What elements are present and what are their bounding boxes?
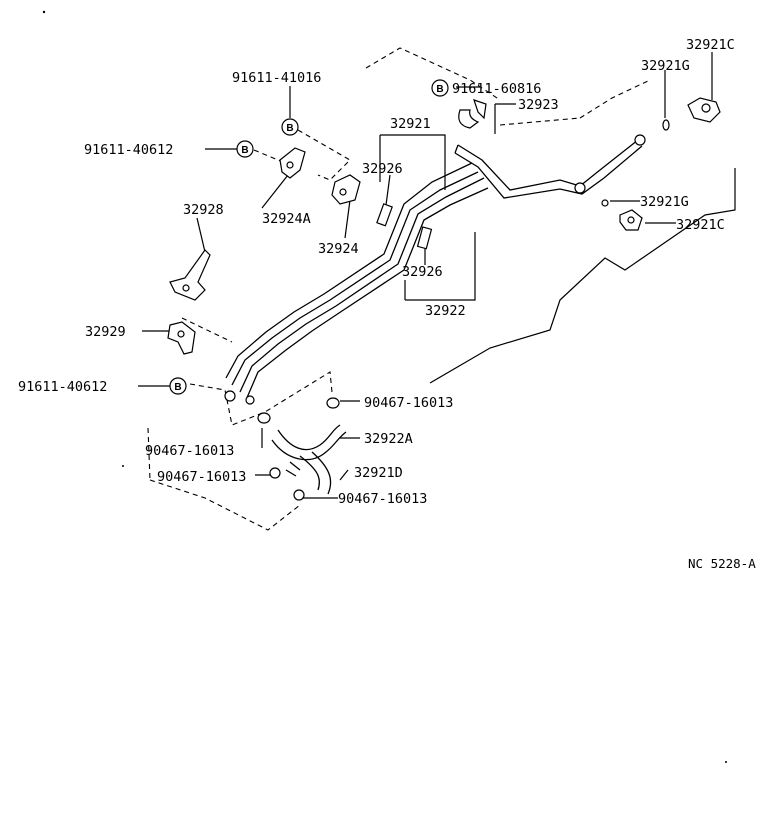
main-cooler-pipes-32921-32922 xyxy=(225,139,643,401)
badge-b-right: B xyxy=(431,79,449,97)
label-32921C-top: 32921C xyxy=(686,37,735,53)
part-bracket-32928 xyxy=(169,249,211,301)
label-91611-41016: 91611-41016 xyxy=(232,70,321,86)
label-32928: 32928 xyxy=(183,202,224,218)
label-32924: 32924 xyxy=(318,241,359,257)
part-bracket-32924 xyxy=(331,174,361,205)
label-32922A: 32922A xyxy=(364,431,413,447)
svg-text:B: B xyxy=(436,84,443,95)
label-32921D: 32921D xyxy=(354,465,403,481)
part-fitting-32921C-right xyxy=(619,209,643,231)
label-32921: 32921 xyxy=(390,116,431,132)
part-bracket-32929 xyxy=(167,321,196,355)
part-oring-32921G-top xyxy=(662,119,670,131)
badge-b-left: B xyxy=(236,140,254,158)
label-91611-40612-bottom: 91611-40612 xyxy=(18,379,107,395)
label-32929: 32929 xyxy=(85,324,126,340)
label-90467-16013-c: 90467-16013 xyxy=(157,469,246,485)
part-oring-32921G-right xyxy=(601,199,609,207)
svg-text:B: B xyxy=(174,382,181,393)
part-sleeve-32926-lower xyxy=(416,226,433,250)
part-bracket-32924A xyxy=(279,147,306,179)
label-32926-bottom: 32926 xyxy=(402,264,443,280)
label-32921C-right: 32921C xyxy=(676,217,725,233)
label-32923: 32923 xyxy=(518,97,559,113)
diagram-reference-code: NC 5228-A xyxy=(688,556,756,571)
label-32926-top: 32926 xyxy=(362,161,403,177)
part-clamp-32923 xyxy=(458,99,487,129)
scan-specks xyxy=(42,10,727,763)
label-90467-16013-d: 90467-16013 xyxy=(338,491,427,507)
label-91611-60816: 91611-60816 xyxy=(452,81,541,97)
part-pipe-end-fittings xyxy=(224,134,646,405)
label-32922: 32922 xyxy=(425,303,466,319)
svg-text:B: B xyxy=(241,145,248,156)
leader-lines xyxy=(138,52,736,499)
badge-b-top: B xyxy=(281,118,299,136)
label-32924A: 32924A xyxy=(262,211,311,227)
part-fitting-32921C-top xyxy=(687,97,721,123)
part-hose-clip-c xyxy=(269,467,281,479)
label-90467-16013-a: 90467-16013 xyxy=(364,395,453,411)
part-hose-clip-d xyxy=(293,489,305,501)
part-hose-clip-a xyxy=(326,397,340,409)
label-32921G-right: 32921G xyxy=(640,194,689,210)
svg-text:B: B xyxy=(286,123,293,134)
label-32921G-top: 32921G xyxy=(641,58,690,74)
part-hose-clip-b xyxy=(257,412,271,424)
dashed-reference-lines xyxy=(147,47,651,531)
label-90467-16013-b: 90467-16013 xyxy=(145,443,234,459)
part-labels: 91611-41016 91611-60816 91611-40612 9161… xyxy=(18,37,756,571)
part-sleeve-32926-upper xyxy=(376,203,393,227)
label-91611-40612-top: 91611-40612 xyxy=(84,142,173,158)
hose-32922A xyxy=(271,424,347,495)
badge-b-bottom: B xyxy=(169,377,187,395)
